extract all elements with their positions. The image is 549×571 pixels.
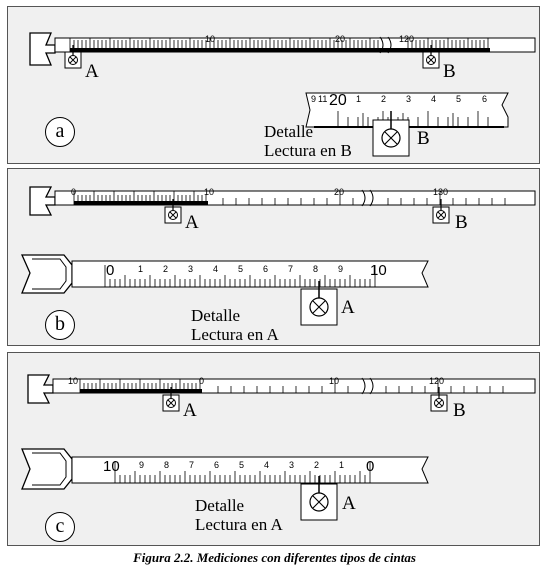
tape-handle-b	[29, 186, 56, 216]
detail-subtitle: Lectura en B	[264, 141, 352, 160]
panel-a-drawing	[29, 32, 536, 157]
detail-number: 8	[313, 264, 319, 274]
detail-handle-b	[20, 254, 73, 294]
detail-number: 4	[213, 264, 219, 274]
tape-handle-c	[27, 374, 54, 404]
tape-number: 10	[68, 376, 79, 386]
detail-number: 2	[163, 264, 169, 274]
detail-number: 5	[238, 264, 244, 274]
tape-fine-ticks-a	[69, 38, 489, 52]
tape-fine-ticks-c	[79, 379, 504, 393]
tape-edge-a	[70, 48, 490, 52]
detail-number: 9	[311, 94, 317, 104]
detail-number: 5	[456, 94, 462, 104]
detail-number: 1	[356, 94, 362, 104]
detail-number: 4	[431, 94, 437, 104]
detail-title: Detalle	[195, 496, 245, 515]
detail-marker-label: A	[341, 297, 355, 318]
detail-number: 3	[406, 94, 412, 104]
tape-fine-ticks-b	[73, 191, 506, 205]
detail-number: 6	[263, 264, 269, 274]
panel-a-label: a	[45, 117, 75, 147]
detail-number: 20	[329, 92, 347, 109]
tape-handle-a	[29, 32, 56, 66]
figure-caption: Figura 2.2. Mediciones con diferentes ti…	[133, 550, 416, 565]
detail-number: 1	[138, 264, 144, 274]
detail-tape-c	[71, 456, 429, 484]
detail-number: 8	[164, 460, 170, 470]
tape-number: 0	[199, 376, 205, 386]
detail-ticks-b	[104, 265, 376, 287]
detail-number: 2	[381, 94, 387, 104]
detail-number: 1	[339, 460, 345, 470]
tape-number: 20	[334, 187, 345, 197]
detail-number: 0	[366, 458, 375, 475]
marker-b-label: B	[443, 61, 456, 82]
detail-tape-b	[71, 260, 429, 288]
detail-number: 3	[188, 264, 194, 274]
tape-number: 0	[71, 187, 77, 197]
panel-b: 0 10 20 130 0 1 2 3 4 5 6 7 8 9 10 A B b…	[7, 168, 540, 346]
tape-number: 10	[204, 187, 215, 197]
tape-number: 10	[205, 34, 216, 44]
panel-c-label: c	[45, 512, 75, 542]
tape-break-a	[379, 36, 392, 54]
tape-number: 120	[429, 376, 445, 386]
detail-number: 7	[189, 460, 195, 470]
detail-number: 4	[264, 460, 270, 470]
detail-tape-a	[305, 92, 509, 128]
detail-number: 9	[338, 264, 344, 274]
detail-number: 7	[288, 264, 294, 274]
detail-marker-label: A	[342, 493, 356, 514]
tape-number: 130	[433, 187, 449, 197]
detail-number: 11	[318, 94, 328, 104]
detail-title: Detalle	[191, 306, 241, 325]
detail-number: 2	[314, 460, 320, 470]
tape-break-b	[361, 189, 374, 207]
panel-c-drawing	[21, 374, 536, 521]
tape-edge-b	[74, 201, 208, 205]
detail-number: 3	[289, 460, 295, 470]
marker-b-label: B	[453, 400, 466, 421]
tape-number: 20	[335, 34, 346, 44]
marker-a-label: A	[85, 61, 99, 82]
panel-a: 10 20 120 9 11 20 1 2 3 4 5 6 A B a Deta…	[7, 6, 540, 164]
detail-number: 10	[370, 262, 387, 279]
marker-a-label: A	[183, 400, 197, 421]
tape-edge-c	[80, 389, 202, 393]
detail-number: 10	[103, 458, 120, 475]
panel-b-label: b	[45, 310, 75, 340]
detail-number: 6	[214, 460, 220, 470]
tape-number: 120	[399, 34, 415, 44]
detail-subtitle: Lectura en A	[191, 325, 279, 344]
detail-ticks-c	[114, 461, 371, 483]
detail-subtitle: Lectura en A	[195, 515, 283, 534]
tape-break-c	[361, 377, 374, 395]
detail-handle-c	[21, 448, 73, 490]
detail-title: Detalle	[264, 122, 314, 141]
marker-b-label: B	[455, 212, 468, 233]
tape-number: 10	[329, 376, 340, 386]
detail-number: 6	[482, 94, 488, 104]
detail-marker-label: B	[417, 128, 430, 149]
panel-c: 10 0 10 120 10 9 8 7 6 5 4 3 2 1 0 A B c…	[7, 352, 540, 546]
detail-number: 9	[139, 460, 145, 470]
detail-number: 0	[106, 262, 115, 279]
panel-b-drawing	[20, 186, 536, 326]
marker-a-label: A	[185, 212, 199, 233]
detail-number: 5	[239, 460, 245, 470]
